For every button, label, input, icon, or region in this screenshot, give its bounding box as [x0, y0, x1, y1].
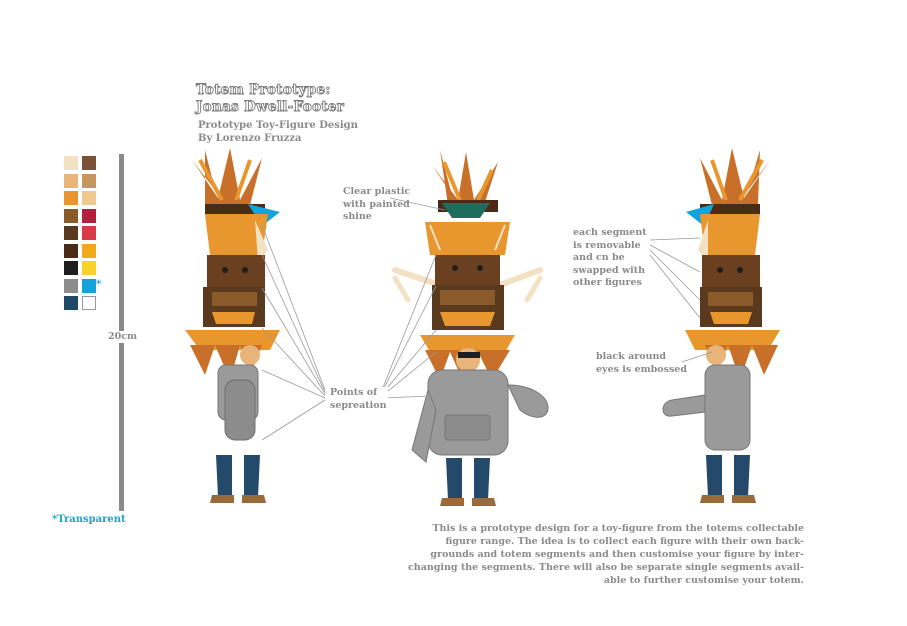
color-swatch: [64, 296, 78, 310]
color-swatch: [64, 243, 78, 258]
embossed-line-2: eyes is embossed: [596, 363, 687, 375]
clear-plastic-line-2: with painted: [343, 198, 410, 210]
title-line-2: Jonas Dwell-Footer: [196, 99, 345, 116]
description-line-4: changing the segments. There will also b…: [408, 562, 804, 573]
color-swatch: [82, 173, 96, 188]
scale-label: 20cm: [108, 331, 138, 343]
removable-line-3: and cn be: [573, 252, 625, 263]
separation-line-2: sepreation: [330, 399, 387, 411]
description-line-2: figure range. The idea is to collect eac…: [445, 536, 804, 547]
color-palette: [64, 156, 98, 314]
description-line-5: able to further customise your totem.: [603, 575, 804, 586]
removable-label: each segment is removable and cn be swap…: [573, 227, 647, 290]
removable-line-5: other figures: [573, 277, 642, 288]
embossed-line-1: black around: [596, 351, 667, 362]
subtitle-line-1: Prototype Toy-Figure Design: [198, 120, 358, 131]
color-swatch: [82, 296, 96, 310]
left-figure: [185, 148, 280, 503]
center-figure: [392, 150, 549, 506]
description-line-3: grounds and totem segments and then cust…: [430, 549, 804, 560]
color-swatch: [64, 191, 78, 205]
color-swatch: [82, 278, 96, 293]
description: This is a prototype design for a toy-fig…: [400, 522, 804, 587]
page-title: Totem Prototype: Jonas Dwell-Footer: [196, 82, 345, 116]
clear-plastic-line-3: shine: [343, 211, 372, 222]
color-swatch: [82, 243, 96, 258]
color-swatch: [64, 173, 78, 188]
subtitle: Prototype Toy-Figure Design By Lorenzo F…: [198, 119, 358, 145]
title-line-1: Totem Prototype:: [196, 82, 331, 99]
color-swatch: [64, 278, 78, 293]
points-of-separation-label: Points of sepreation: [328, 387, 389, 412]
color-swatch: [64, 208, 78, 223]
subtitle-line-2: By Lorenzo Fruzza: [198, 133, 302, 144]
right-figure: [662, 148, 780, 503]
clear-plastic-line-1: Clear plastic: [343, 186, 411, 197]
color-swatch: [64, 156, 78, 170]
embossed-label: black around eyes is embossed: [596, 351, 687, 376]
color-swatch: [64, 261, 78, 275]
color-swatch: [82, 261, 96, 275]
removable-line-1: each segment: [573, 227, 647, 238]
color-swatch: [82, 156, 96, 170]
removable-line-4: swapped with: [573, 264, 646, 276]
leader-lines: [261, 197, 713, 441]
clear-plastic-label: Clear plastic with painted shine: [343, 186, 410, 224]
color-swatch: [82, 226, 96, 240]
transparent-marker: *: [96, 279, 102, 290]
color-swatch: [64, 226, 78, 240]
removable-line-2: is removable: [573, 239, 641, 251]
description-line-1: This is a prototype design for a toy-fig…: [432, 523, 804, 534]
transparent-note: *Transparent: [52, 514, 126, 525]
separation-line-1: Points of: [330, 387, 378, 398]
color-swatch: [82, 191, 96, 205]
color-swatch: [82, 208, 96, 223]
